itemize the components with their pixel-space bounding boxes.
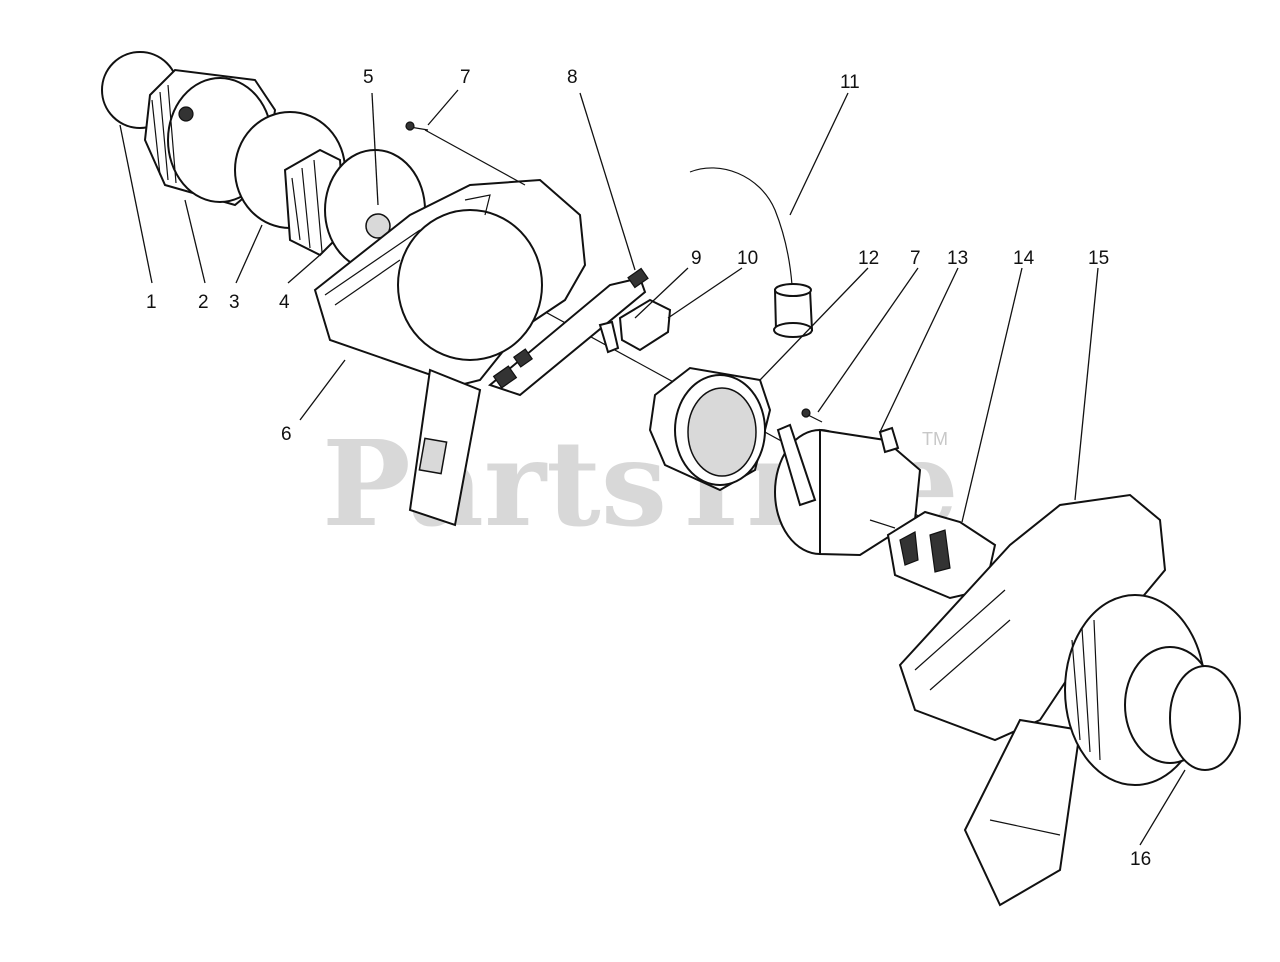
part-10-switch (618, 298, 672, 352)
callout-labels: 1 2 3 4 5 6 7 7 8 9 10 11 12 13 14 15 16 (146, 67, 1151, 870)
leader-lines (119, 89, 1186, 846)
part-8-switch-bar (487, 267, 649, 397)
watermark-trademark: TM (922, 429, 948, 449)
callout-6: 6 (281, 424, 292, 445)
callout-3: 3 (229, 292, 240, 313)
callout-1: 1 (146, 292, 157, 313)
part-11-cord (689, 167, 814, 338)
callout-7-top: 7 (460, 67, 471, 88)
callout-4: 4 (279, 292, 290, 313)
part-7-screw-top (405, 121, 526, 186)
callout-2: 2 (198, 292, 209, 313)
part-16-end-cap (1169, 665, 1241, 771)
callout-12: 12 (858, 248, 879, 269)
part-12-fan-cup (648, 366, 772, 492)
callout-16: 16 (1130, 849, 1151, 870)
callout-11: 11 (840, 72, 860, 93)
part-14-motor (869, 510, 997, 600)
part-7-screw-lower (801, 408, 823, 423)
part-9-clip (598, 320, 620, 354)
callout-5: 5 (363, 67, 374, 88)
callout-15: 15 (1088, 248, 1109, 269)
callout-7-lower: 7 (910, 248, 921, 269)
callout-8: 8 (567, 67, 578, 88)
callout-9: 9 (691, 248, 702, 269)
part-13-motor-shroud (774, 423, 922, 557)
callout-10: 10 (737, 248, 758, 269)
part-6-front-housing (313, 178, 587, 527)
callout-14: 14 (1013, 248, 1035, 269)
callout-13: 13 (947, 248, 968, 269)
